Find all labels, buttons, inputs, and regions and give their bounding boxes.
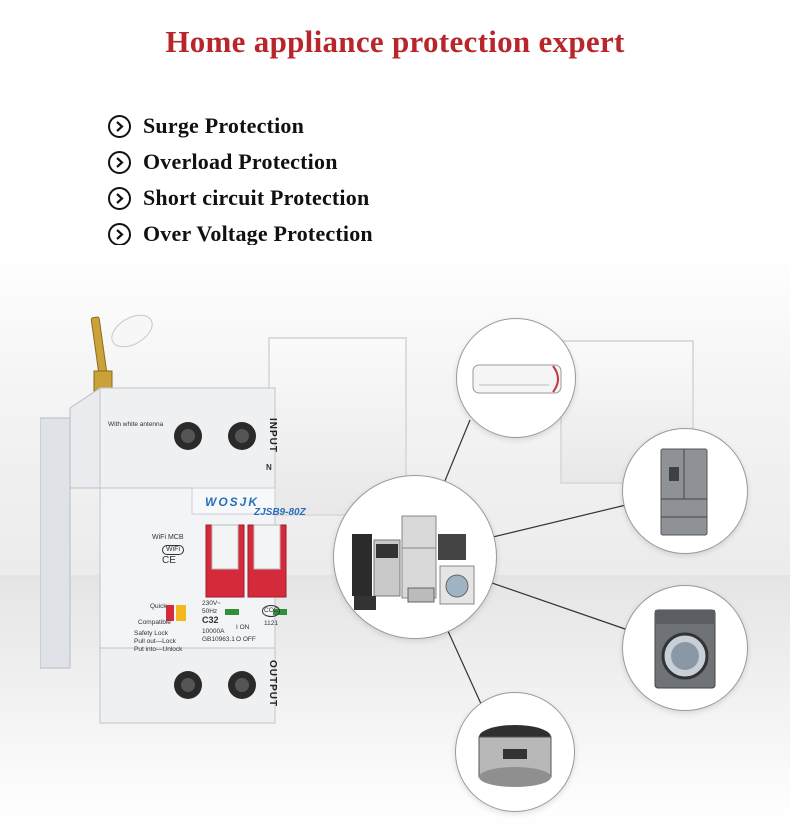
neutral-label: N [266,463,272,472]
safety-lock-label: Safety Lock [134,630,168,637]
breaking-capacity-label: 10000A [202,628,225,635]
chevron-right-icon [108,150,131,174]
voltage-label: 230V~ [202,600,221,607]
output-label: OUTPUT [267,660,278,708]
feature-label: Overload Protection [143,149,338,174]
appliances-illustration [352,515,475,610]
brand-label: WOSJK [205,495,260,509]
fridge-icon [660,448,708,536]
antenna-note: With white antenna [108,421,164,428]
chevron-right-icon [108,114,131,138]
feature-item: Overload Protection [108,144,373,180]
chevron-right-icon [108,186,131,210]
page-title: Home appliance protection expert [165,24,625,59]
rice-cooker-bubble [455,692,575,812]
wifi-badge: WiFi [162,545,184,555]
fridge-bubble [622,428,748,554]
appliances-bubble [333,475,497,639]
feature-item: Surge Protection [108,108,373,144]
rice-cooker-icon [478,725,552,787]
feature-label: Surge Protection [143,113,305,138]
standard-label: GB10963.1 [202,636,235,643]
air-conditioner-icon [472,364,562,394]
air-conditioner-bubble [456,318,576,438]
feature-item: Short circuit Protection [108,180,373,216]
pull-out-lock-label: Pull out—Lock [134,638,176,645]
washing-machine-icon [654,609,716,689]
rating-label: C32 [202,615,219,625]
quick-label: Quick [150,603,167,610]
compatible-label: Compatible [138,619,171,626]
feature-label: Short circuit Protection [143,185,370,210]
cert-number: 1121 [264,620,278,627]
washing-machine-bubble [622,585,748,711]
ce-mark: CE [162,555,176,566]
off-label: O OFF [236,636,256,643]
put-into-unlock-label: Put into—Unlock [134,646,183,653]
frequency-label: 50Hz [202,608,218,615]
smart-circuit-breaker [40,314,287,724]
feature-label: Over Voltage Protection [143,221,373,246]
chevron-right-icon [108,222,131,246]
wifi-mcb-label: WiFi MCB [152,534,184,541]
ccc-mark: CCC [262,605,281,617]
feature-list: Surge Protection Overload Protection Sho… [108,108,373,252]
input-label: INPUT [267,418,278,453]
on-label: I ON [236,624,250,631]
feature-item: Over Voltage Protection [108,216,373,252]
model-label: ZJSB9-80Z [254,507,306,518]
